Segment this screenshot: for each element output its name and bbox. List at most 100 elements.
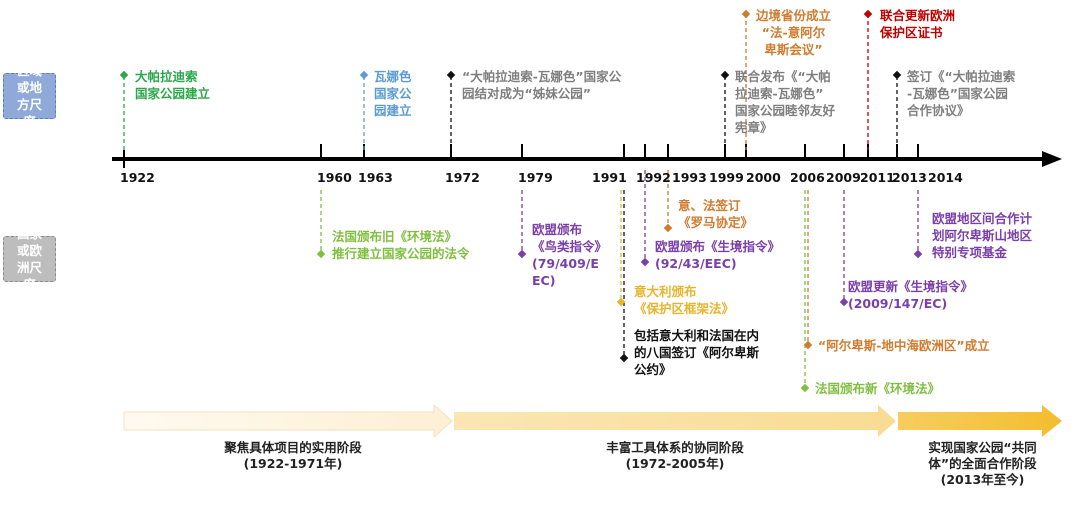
event-line: 推行建立国家公园的法令 (332, 246, 470, 261)
year-label-2014: 2014 (928, 170, 963, 185)
event-1991-italy-protected-areas-law: 意大利颁布 《保护区框架法》 (634, 283, 734, 317)
event-line: “阿尔卑斯-地中海欧洲区”成立 (818, 338, 990, 353)
stage-line: (1972-2005年) (625, 456, 725, 471)
regional-scale-label: 区域或地方尺度 (3, 63, 56, 129)
event-line: 边境省份成立 (756, 8, 832, 23)
marker-1972 (446, 70, 456, 80)
year-label-1991: 1991 (592, 170, 627, 185)
year-label-1963: 1963 (358, 170, 393, 185)
year-label-1999: 1999 (709, 170, 744, 185)
event-line: 拉迪索-瓦娜色” (735, 86, 824, 101)
national-scale-label: 国家或欧洲尺度 (3, 226, 56, 292)
event-1991-alpine-convention: 包括意大利和法国在内 的八国签订《阿尔卑斯 公约》 (634, 327, 759, 378)
event-line: 欧盟更新《生境指令》 (848, 279, 974, 294)
event-line: “大帕拉迪索-瓦娜色”国家公 (462, 69, 622, 84)
event-line: 园建立 (374, 103, 412, 118)
event-line: (79/409/E (532, 256, 599, 271)
event-1999-charter: 联合发布《“大帕 拉迪索-瓦娜色” 国家公园睦邻友好 宪章》 (735, 68, 835, 136)
stage-1-label: 聚焦具体项目的实用阶段 (1922-1971年) (208, 440, 378, 472)
event-line: 包括意大利和法国在内 (634, 328, 760, 343)
marker-1991-black (619, 353, 629, 363)
marker-1993 (663, 223, 673, 233)
event-2009-birds-directive-update: 欧盟更新《生境指令》 (2009/147/EC) (848, 278, 973, 312)
event-line: 欧盟颁布 (532, 222, 583, 237)
marker-2009 (839, 297, 849, 307)
stage-arrow-3 (898, 405, 1062, 437)
event-line: 签订《“大帕拉迪索 (907, 69, 1016, 84)
marker-2000 (741, 9, 751, 19)
marker-1979 (517, 249, 527, 259)
event-1960-france-environment-law: 法国颁布旧《环境法》 推行建立国家公园的法令 (332, 228, 470, 262)
year-label-2000: 2000 (746, 170, 781, 185)
marker-2014 (913, 249, 923, 259)
event-2013-cooperation-agreement: 签订《“大帕拉迪索 -瓦娜色”国家公园 合作协议》 (907, 68, 1015, 119)
year-label-2013: 2013 (892, 170, 927, 185)
event-line: 意、法签订 (678, 198, 741, 213)
stage-2-label: 丰富工具体系的协同阶段 (1972-2005年) (585, 440, 765, 472)
marker-2011 (863, 9, 873, 19)
event-line: 法国颁布新《环境法》 (815, 381, 941, 396)
event-line: 划阿尔卑斯山地区 (932, 228, 1033, 243)
stage-arrow-1 (123, 403, 453, 439)
event-line: 卑斯会议” (764, 42, 823, 57)
year-label-1993: 1993 (672, 170, 707, 185)
event-line: 欧盟地区间合作计 (932, 211, 1033, 226)
marker-1999 (720, 70, 730, 80)
event-2000-alps-conference: 边境省份成立 “法-意阿尔 卑斯会议” (756, 7, 831, 58)
event-line: 的八国签订《阿尔卑斯 (634, 345, 760, 360)
event-1972-sister-parks: “大帕拉迪索-瓦娜色”国家公 园结对成为“姊妹公园” (462, 68, 621, 102)
year-label-2006: 2006 (790, 170, 825, 185)
stage-line: (1922-1971年) (243, 456, 343, 471)
event-1922-park-established: 大帕拉迪索 国家公园建立 (135, 68, 210, 102)
event-line: EC) (532, 273, 556, 288)
marker-1992 (640, 257, 650, 267)
event-line: 《保护区框架法》 (634, 301, 735, 316)
event-line: 欧盟颁布《生境指令》 (655, 239, 781, 254)
stage-line: 体”的全面合作阶段 (928, 456, 1037, 471)
axis-ticks (123, 144, 919, 168)
event-line: (2009/147/EC) (848, 296, 948, 311)
year-label-1922: 1922 (120, 170, 155, 185)
event-line: 《罗马协定》 (678, 215, 754, 230)
event-line: 意大利颁布 (634, 284, 697, 299)
event-line: 特别专项基金 (932, 245, 1008, 260)
marker-2006-orange (803, 340, 813, 350)
stage-line: 实现国家公园“共同 (928, 440, 1037, 455)
event-1992-habitats-directive: 欧盟颁布《生境指令》 (92/43/EEC) (655, 238, 780, 272)
event-2014-interreg-alcotra: 欧盟地区间合作计 划阿尔卑斯山地区 特别专项基金 (932, 210, 1032, 261)
event-line: 保护区证书 (880, 25, 943, 40)
event-line: “法-意阿尔 (761, 25, 826, 40)
event-line: 公约》 (634, 362, 672, 377)
year-label-1992: 1992 (636, 170, 671, 185)
marker-1922 (119, 70, 129, 80)
event-line: 联合更新欧洲 (880, 8, 956, 23)
event-line: 国家公 (374, 86, 412, 101)
event-line: 合作协议》 (907, 103, 970, 118)
marker-1963 (359, 70, 369, 80)
marker-1991-gold (616, 297, 626, 307)
event-2006-france-new-environment-law: 法国颁布新《环境法》 (815, 380, 940, 397)
event-line: 联合发布《“大帕 (735, 69, 831, 84)
event-line: 大帕拉迪索 (135, 69, 198, 84)
stage-line: (2013年至今) (940, 472, 1025, 487)
event-line: 法国颁布旧《环境法》 (332, 229, 458, 244)
event-line: 国家公园睦邻友好 (735, 103, 836, 118)
marker-1960 (316, 249, 326, 259)
event-line: 《鸟类指令》 (532, 239, 608, 254)
stage-line: 丰富工具体系的协同阶段 (606, 440, 744, 455)
marker-2006-green (800, 383, 810, 393)
event-2006-alps-mediterranean-euroregion: “阿尔卑斯-地中海欧洲区”成立 (818, 337, 990, 354)
event-line: (92/43/EEC) (655, 256, 737, 271)
event-line: 园结对成为“姊妹公园” (462, 86, 591, 101)
event-line: 国家公园建立 (135, 86, 211, 101)
year-label-1972: 1972 (445, 170, 480, 185)
stage-line: 聚焦具体项目的实用阶段 (224, 440, 362, 455)
year-label-1979: 1979 (518, 170, 553, 185)
event-1963-vanoise-established: 瓦娜色 国家公 园建立 (374, 68, 412, 119)
year-label-2009: 2009 (826, 170, 861, 185)
event-1979-birds-directive: 欧盟颁布 《鸟类指令》 (79/409/E EC) (532, 221, 607, 289)
year-label-2011: 2011 (860, 170, 895, 185)
event-1993-rome-agreement: 意、法签订 《罗马协定》 (678, 197, 753, 231)
year-label-1960: 1960 (317, 170, 352, 185)
